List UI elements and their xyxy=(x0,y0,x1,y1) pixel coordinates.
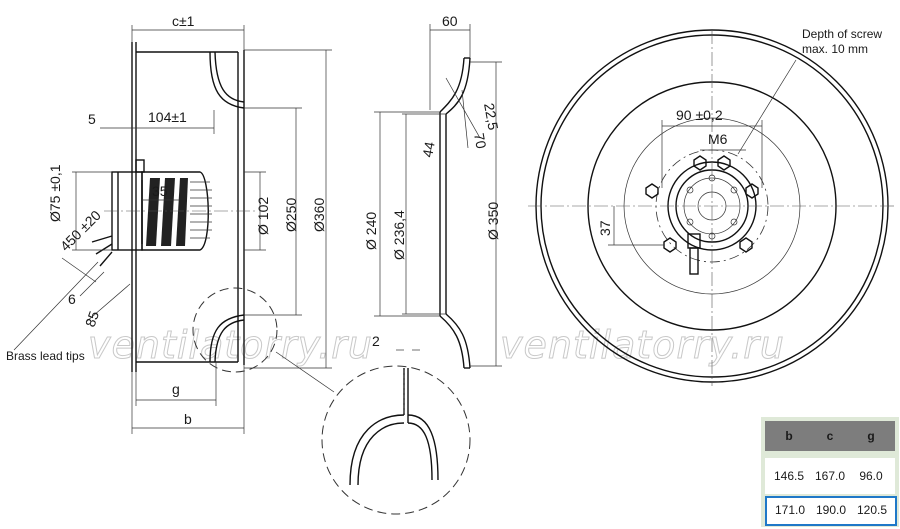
dim-240: Ø 240 xyxy=(363,212,379,250)
table-row-highlighted: 171.0 190.0 120.5 xyxy=(765,496,897,526)
front-view: 90 ±0,2 M6 37 Depth of screw max. 10 mm xyxy=(528,27,896,386)
inlet-ring-view: 60 22,5 70 44 Ø 240 Ø 236,4 Ø 350 2 xyxy=(363,13,502,369)
cell-g: 96.0 xyxy=(859,469,883,483)
brass-lead-label: Brass lead tips xyxy=(6,349,85,363)
dim-60: 60 xyxy=(442,13,458,29)
dim-85: 85 xyxy=(82,309,102,329)
depth-note-line2: max. 10 mm xyxy=(802,42,868,56)
dim-37: 37 xyxy=(597,220,613,236)
dim-350: Ø 350 xyxy=(485,202,501,240)
dim-104: 104±1 xyxy=(148,109,187,125)
dim-c: c±1 xyxy=(172,13,195,29)
detail-view xyxy=(321,365,471,515)
dim-236-4: Ø 236,4 xyxy=(391,210,407,260)
cell-b: 146.5 xyxy=(773,469,805,483)
depth-note-line1: Depth of screw xyxy=(802,27,882,41)
table-row: 146.5 167.0 96.0 xyxy=(765,458,895,494)
dim-m6: M6 xyxy=(708,131,728,147)
dim-90: 90 ±0,2 xyxy=(676,107,723,123)
dim-102: Ø 102 xyxy=(255,197,271,235)
dim-44: 44 xyxy=(419,140,437,158)
dim-70: 70 xyxy=(471,132,489,150)
dim-450: 450 ±20 xyxy=(57,207,104,254)
side-view: c±1 104±1 5 35 Ø75 ±0,1 450 ±20 6 85 Bra… xyxy=(6,13,335,434)
dim-360: Ø360 xyxy=(311,198,327,232)
table-header: b c g xyxy=(765,421,895,451)
cell-g: 120.5 xyxy=(856,503,888,517)
header-g: g xyxy=(867,429,875,443)
header-b: b xyxy=(785,429,793,443)
dim-22-5: 22,5 xyxy=(481,102,502,132)
dim-35: 35 xyxy=(152,183,168,199)
watermark-left: ventilatorry.ru xyxy=(88,323,373,367)
watermark-right: ventilatorry.ru xyxy=(500,323,785,367)
dim-b: b xyxy=(184,411,192,427)
dim-2: 2 xyxy=(372,333,380,349)
cell-c: 167.0 xyxy=(814,469,846,483)
dim-6: 6 xyxy=(68,291,76,307)
dim-g: g xyxy=(172,381,180,397)
dim-5: 5 xyxy=(88,111,96,127)
cell-b: 171.0 xyxy=(774,503,806,517)
dimension-table: b c g 146.5 167.0 96.0 171.0 190.0 120.5 xyxy=(761,417,899,527)
dim-250: Ø250 xyxy=(283,198,299,232)
dim-75: Ø75 ±0,1 xyxy=(47,164,63,222)
cell-c: 190.0 xyxy=(815,503,847,517)
header-c: c xyxy=(826,429,834,443)
